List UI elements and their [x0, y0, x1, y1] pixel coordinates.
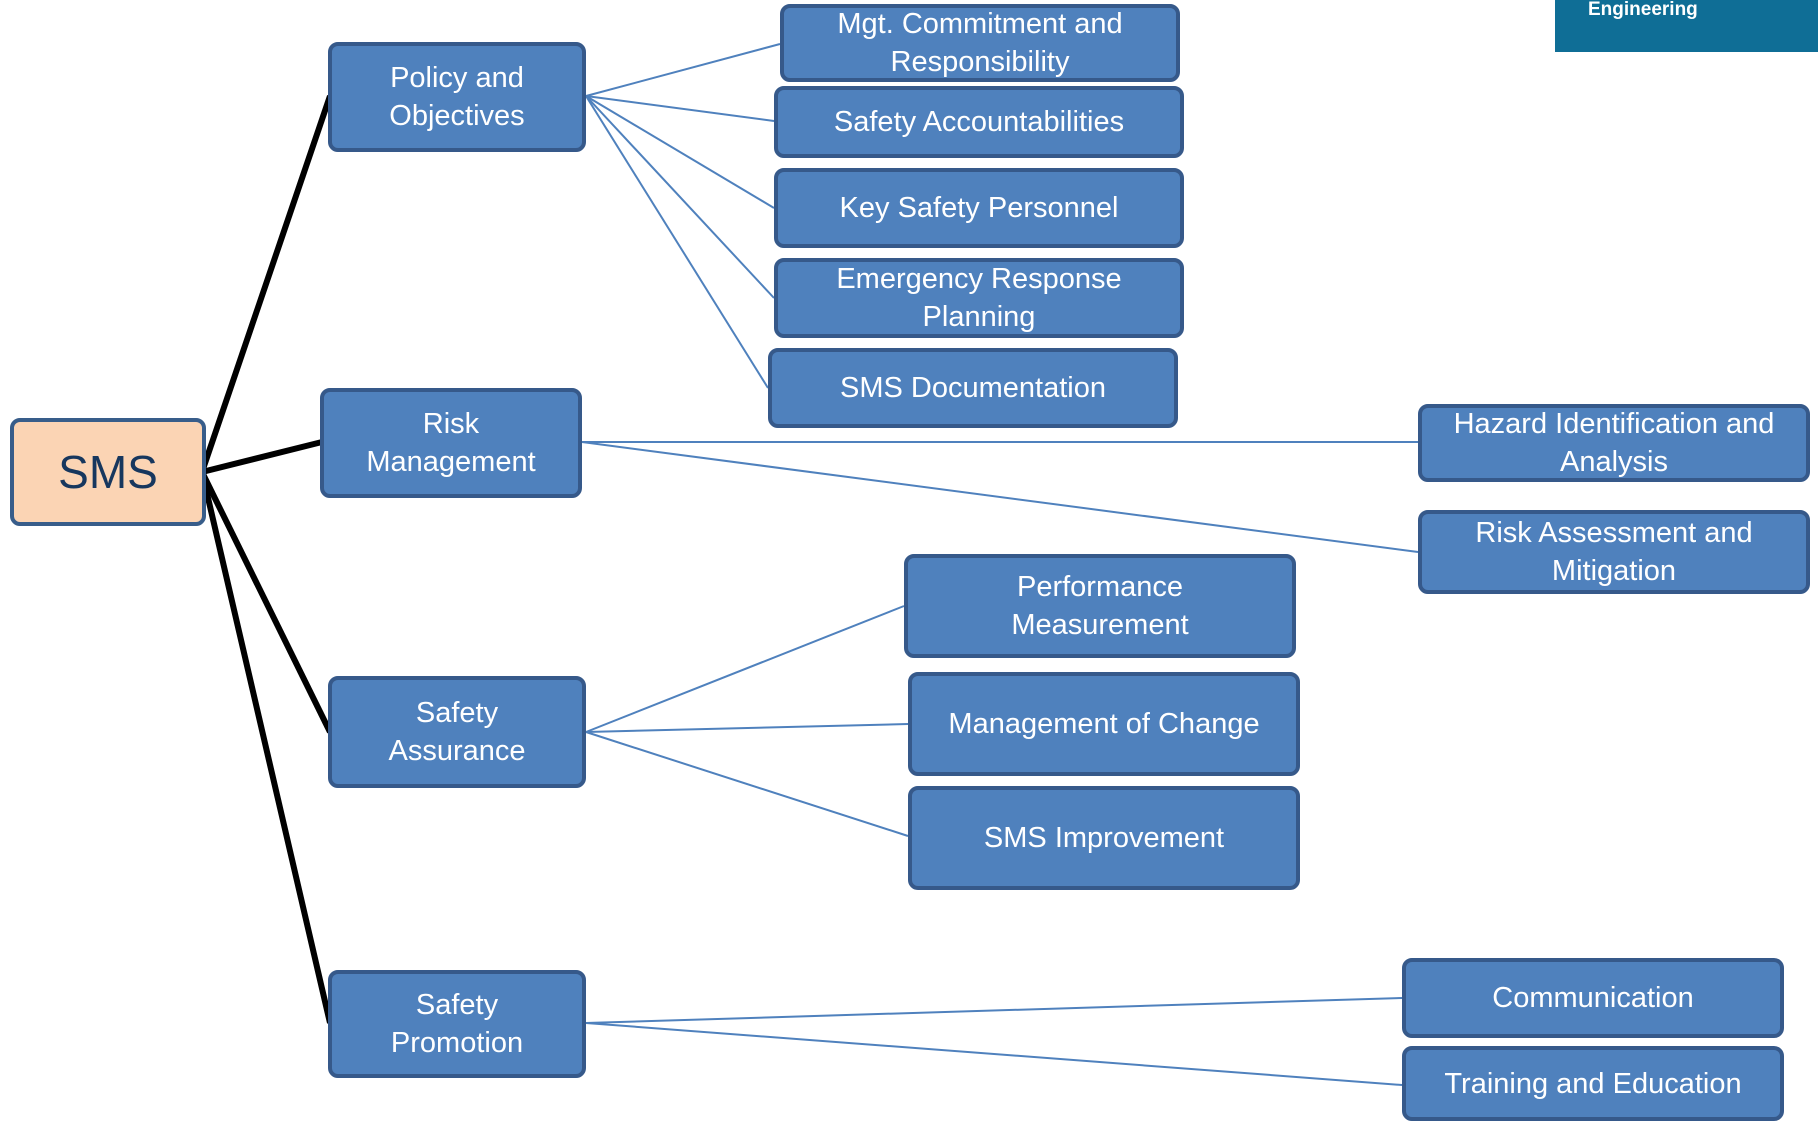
connector-policy-accountabilities [585, 95, 775, 122]
root-node-sms: SMS [10, 418, 206, 526]
pillar-label: Risk Management [366, 408, 536, 478]
connector-promotion-communication [585, 997, 1403, 1024]
element-label: Hazard Identification and Analysis [1453, 408, 1775, 478]
logo-banner: Engineering [1555, 0, 1818, 52]
element-label: Key Safety Personnel [839, 192, 1119, 224]
connector-promotion-training [585, 1022, 1403, 1086]
connector-risk-assessment [581, 441, 1419, 553]
element-risk-assessment-and-mitigation: Risk Assessment and Mitigation [1418, 510, 1810, 594]
element-emergency-response-planning: Emergency Response Planning [774, 258, 1184, 338]
pillar-label: Safety Assurance [388, 697, 526, 767]
element-label: Mgt. Commitment and Responsibility [837, 8, 1123, 78]
element-safety-accountabilities: Safety Accountabilities [774, 86, 1184, 158]
element-label: SMS Documentation [840, 372, 1106, 404]
connector-assurance-change [585, 723, 909, 733]
element-performance-measurement: Performance Measurement [904, 554, 1296, 658]
connector-assurance-performance [585, 605, 905, 733]
element-training-and-education: Training and Education [1402, 1046, 1784, 1121]
element-label: Risk Assessment and Mitigation [1475, 517, 1753, 587]
connector-policy-documentation [585, 95, 769, 389]
connector-root-risk [201, 439, 323, 475]
pillar-policy-and-objectives: Policy and Objectives [328, 42, 586, 152]
connector-policy-personnel [585, 95, 775, 209]
element-management-of-change: Management of Change [908, 672, 1300, 776]
logo-text: Engineering [1588, 0, 1698, 20]
connector-assurance-improvement [585, 731, 909, 837]
element-label: Training and Education [1444, 1067, 1742, 1100]
pillar-safety-assurance: Safety Assurance [328, 676, 586, 788]
connector-policy-emergency [585, 95, 775, 299]
pillar-label: Policy and Objectives [389, 62, 525, 132]
element-sms-documentation: SMS Documentation [768, 348, 1178, 428]
element-label: SMS Improvement [983, 822, 1225, 854]
element-mgt-commitment-and-responsibility: Mgt. Commitment and Responsibility [780, 4, 1180, 82]
element-label: Emergency Response Planning [836, 263, 1122, 333]
pillar-label: Safety Promotion [390, 989, 524, 1059]
connector-root-policy [199, 95, 333, 473]
element-label: Performance Measurement [1011, 571, 1189, 641]
element-key-safety-personnel: Key Safety Personnel [774, 168, 1184, 248]
connector-policy-commitment [585, 43, 781, 97]
element-hazard-identification-and-analysis: Hazard Identification and Analysis [1418, 404, 1810, 482]
element-label: Management of Change [948, 708, 1260, 740]
element-sms-improvement: SMS Improvement [908, 786, 1300, 890]
connector-root-promotion [199, 471, 333, 1024]
pillar-risk-management: Risk Management [320, 388, 582, 498]
pillar-safety-promotion: Safety Promotion [328, 970, 586, 1078]
connector-root-assurance [199, 470, 333, 734]
element-label: Communication [1492, 982, 1694, 1014]
root-node-label: SMS [58, 446, 158, 498]
element-label: Safety Accountabilities [833, 106, 1125, 138]
element-communication: Communication [1402, 958, 1784, 1038]
